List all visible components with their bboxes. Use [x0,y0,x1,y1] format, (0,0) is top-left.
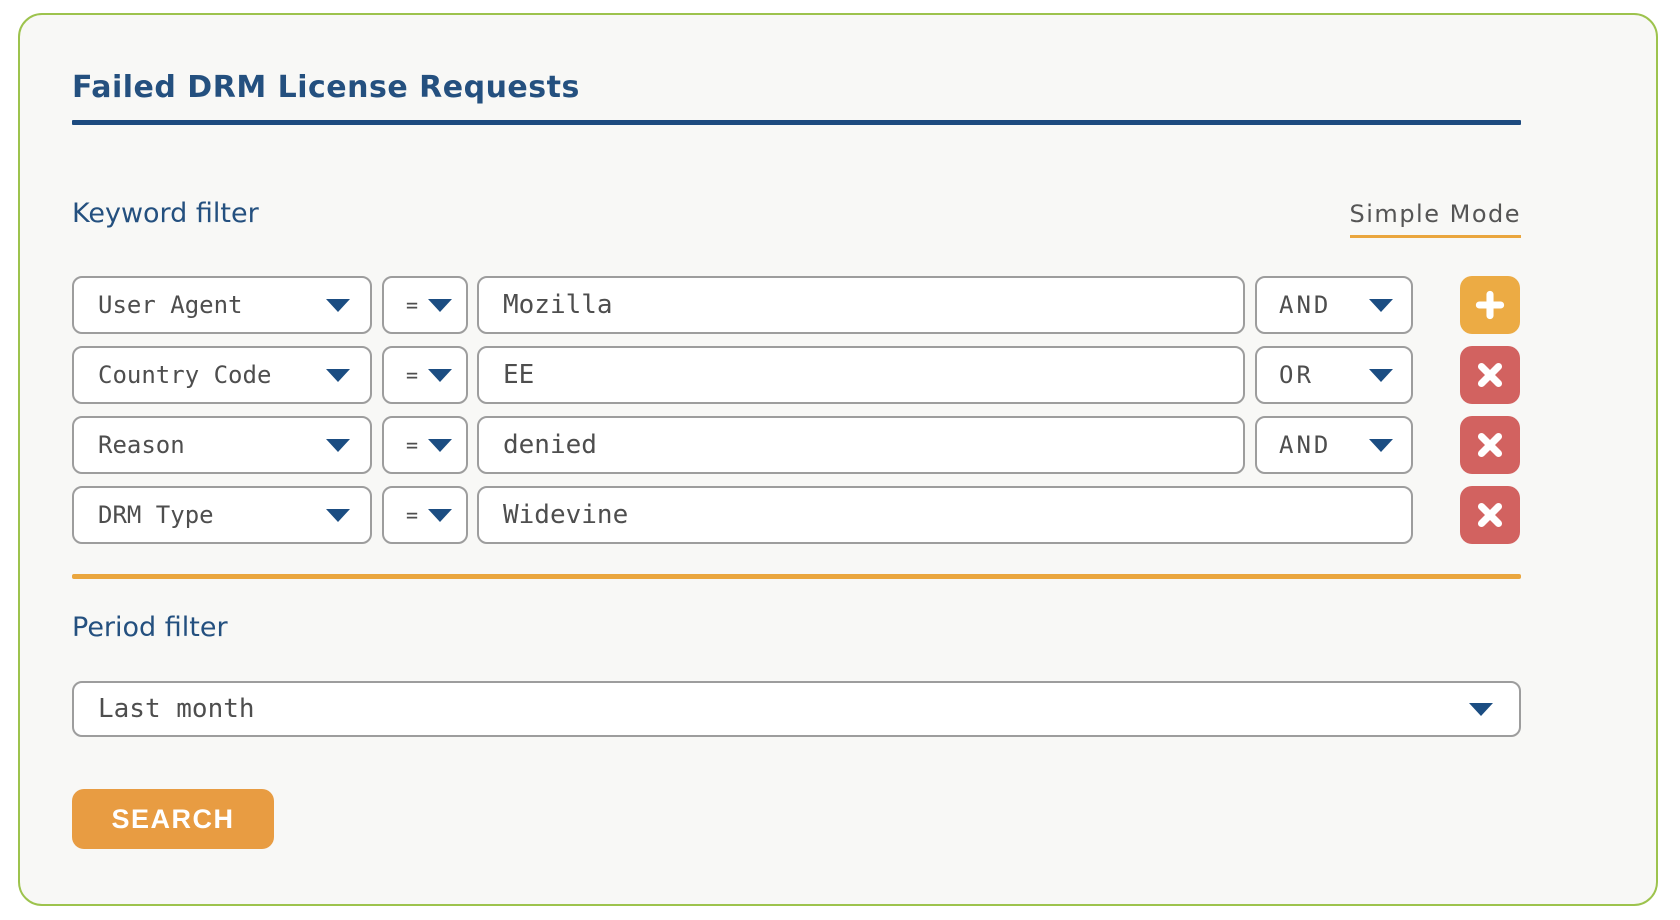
caret-down-icon [326,508,350,522]
simple-mode-link[interactable]: Simple Mode [1349,200,1521,238]
section-divider [72,574,1521,579]
remove-filter-button[interactable] [1460,486,1520,544]
caret-down-icon [428,368,452,382]
caret-down-icon [1369,298,1393,312]
logic-operator-select[interactable]: AND [1255,416,1413,474]
logic-operator-value: AND [1279,431,1332,459]
keyword-filter-heading: Keyword filter [72,198,259,229]
keyword-filter-header: Keyword filter Simple Mode [72,197,1521,238]
x-icon [1477,362,1503,388]
caret-down-icon [428,438,452,452]
x-icon [1477,432,1503,458]
filter-row-1: User Agent = AND [72,276,1521,334]
plus-icon [1475,290,1505,320]
caret-down-icon [1369,438,1393,452]
caret-down-icon [326,298,350,312]
field-select-value: DRM Type [98,501,214,529]
caret-down-icon [428,298,452,312]
field-select[interactable]: Country Code [72,346,372,404]
title-divider [72,120,1521,125]
field-select[interactable]: Reason [72,416,372,474]
filter-row-2: Country Code = OR [72,346,1521,404]
caret-down-icon [1369,368,1393,382]
operator-select[interactable]: = [382,276,468,334]
operator-select-value: = [406,363,419,387]
page-title: Failed DRM License Requests [72,70,580,105]
operator-select[interactable]: = [382,346,468,404]
logic-operator-value: AND [1279,291,1332,319]
keyword-value-input[interactable] [477,416,1245,474]
keyword-value-input[interactable] [477,276,1245,334]
keyword-value-input[interactable] [477,486,1413,544]
period-filter-heading: Period filter [72,612,228,643]
logic-operator-select[interactable]: OR [1255,346,1413,404]
keyword-filter-rows: User Agent = AND Country Code [72,276,1521,544]
operator-select[interactable]: = [382,486,468,544]
caret-down-icon [326,438,350,452]
operator-select[interactable]: = [382,416,468,474]
field-select-value: Country Code [98,361,272,389]
add-filter-button[interactable] [1460,276,1520,334]
caret-down-icon [1469,702,1493,716]
search-button[interactable]: SEARCH [72,789,274,849]
operator-select-value: = [406,293,419,317]
x-icon [1477,502,1503,528]
filter-row-4: DRM Type = [72,486,1521,544]
field-select-value: User Agent [98,291,243,319]
keyword-value-input[interactable] [477,346,1245,404]
caret-down-icon [428,508,452,522]
field-select[interactable]: DRM Type [72,486,372,544]
filter-row-3: Reason = AND [72,416,1521,474]
operator-select-value: = [406,433,419,457]
failed-drm-requests-panel: Failed DRM License Requests Keyword filt… [18,13,1658,906]
field-select[interactable]: User Agent [72,276,372,334]
period-select[interactable]: Last month [72,681,1521,737]
remove-filter-button[interactable] [1460,416,1520,474]
period-select-value: Last month [98,694,255,724]
logic-operator-value: OR [1279,361,1314,389]
logic-operator-select[interactable]: AND [1255,276,1413,334]
field-select-value: Reason [98,431,185,459]
caret-down-icon [326,368,350,382]
remove-filter-button[interactable] [1460,346,1520,404]
operator-select-value: = [406,503,419,527]
